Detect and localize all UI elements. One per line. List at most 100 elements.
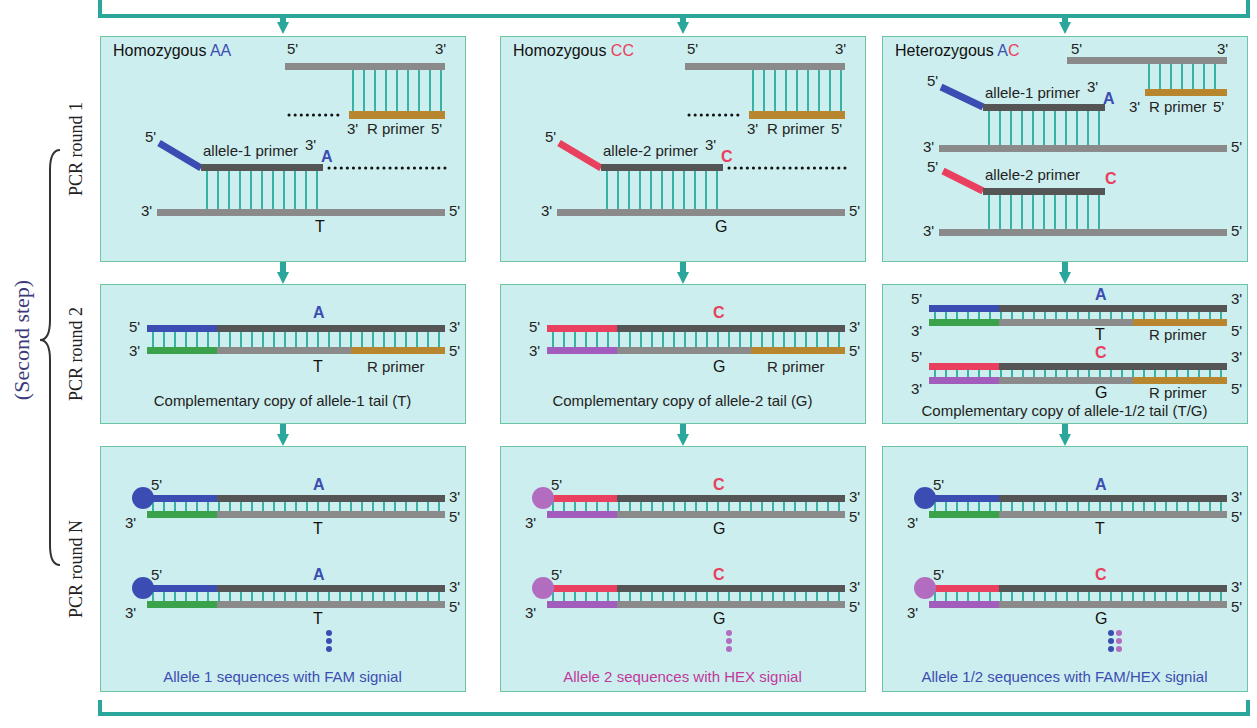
top-bracket: [100, 0, 1248, 16]
base-pair-tick: [1022, 312, 1024, 319]
base-pair-tick: [1000, 312, 1002, 319]
strand-end-label: 5': [545, 129, 556, 145]
base-pair-tick: [1066, 592, 1068, 601]
base-pair-tick: [978, 370, 980, 377]
allele-base: A: [1103, 91, 1115, 107]
base-pair-tick: [945, 592, 947, 601]
panel-caption: Allele 1 sequences with FAM signial: [101, 669, 464, 685]
base-pair-tick: [1110, 502, 1112, 511]
base-pair-tick: [1176, 592, 1178, 601]
base-pair-tick: [639, 171, 641, 209]
base-pair-tick: [317, 592, 319, 601]
extension-dots: [289, 114, 343, 117]
base-pair-tick: [989, 592, 991, 601]
base-pair-tick: [1087, 195, 1089, 229]
base-pair-tick: [174, 592, 176, 601]
base-pair-tick: [662, 502, 664, 511]
base-pair-tick: [673, 592, 675, 601]
strand-end-label: 5': [849, 203, 860, 219]
strand-bar: [617, 495, 845, 502]
base-pair-tick: [684, 592, 686, 601]
base-pair-tick: [284, 592, 286, 601]
base-pair-tick: [816, 592, 818, 601]
dye-reporter: [532, 487, 554, 509]
base-pair-tick: [807, 70, 809, 111]
base-pair-tick: [196, 332, 198, 347]
base-pair-tick: [1099, 312, 1101, 319]
base-pair-tick: [956, 312, 958, 319]
base-pair-tick: [229, 592, 231, 601]
allele-base: A: [313, 305, 325, 321]
strand-end-label: 5': [449, 343, 460, 359]
strand-bar: [217, 585, 445, 592]
strand-end-label: 5': [687, 41, 698, 57]
flow-arrow: [680, 424, 686, 434]
base-pair-tick: [416, 592, 418, 601]
template-base: G: [713, 521, 725, 537]
strand-end-label: 5': [449, 509, 460, 525]
base-pair-tick: [1209, 370, 1211, 377]
strand-end-label: 5': [849, 343, 860, 359]
base-pair-tick: [739, 592, 741, 601]
base-pair-tick: [394, 592, 396, 601]
base-pair-tick: [1054, 195, 1056, 229]
strand-bar: [217, 495, 445, 502]
base-pair-tick: [1098, 111, 1100, 145]
base-pair-tick: [750, 502, 752, 511]
dye-reporter: [132, 487, 154, 509]
base-pair-tick: [328, 502, 330, 511]
strand-end-label: 5': [911, 291, 922, 307]
base-pair-tick: [317, 332, 319, 347]
base-pair-tick: [372, 332, 374, 347]
flow-arrow: [280, 262, 286, 272]
base-pair-tick: [989, 312, 991, 319]
pcr-panel: Homozygous AA5'3'3'R primer5'5'allele-1 …: [100, 36, 466, 262]
dye-reporter: [532, 577, 554, 599]
panel-caption: Complementary copy of allele-1/2 tail (T…: [883, 403, 1246, 419]
tail-segment: [147, 495, 217, 502]
base-pair-tick: [1187, 592, 1189, 601]
base-pair-tick: [585, 592, 587, 601]
entry-arrow: [1062, 16, 1068, 22]
complement-tail-segment: [147, 347, 217, 354]
panel-illustration: [883, 37, 1249, 263]
base-pair-tick: [1198, 592, 1200, 601]
genotype-heading: Homozygous AA: [113, 43, 231, 59]
strand-end-label: 3': [1231, 489, 1242, 505]
strand-end-label: 3': [705, 137, 716, 153]
signal-dot: [726, 630, 732, 636]
dye-reporter: [914, 577, 936, 599]
base-pair-tick: [596, 502, 598, 511]
genotype-heading: Heterozygous AC: [895, 43, 1020, 59]
r-primer-bar: [1145, 89, 1227, 96]
base-pair-tick: [1099, 592, 1101, 601]
base-pair-tick: [316, 171, 318, 209]
base-pair-tick: [607, 332, 609, 347]
base-pair-tick: [967, 502, 969, 511]
base-pair-tick: [1033, 502, 1035, 511]
base-pair-tick: [1176, 312, 1178, 319]
base-pair-tick: [956, 592, 958, 601]
base-pair-tick: [827, 502, 829, 511]
base-pair-tick: [796, 70, 798, 111]
base-pair-tick: [1098, 195, 1100, 229]
base-pair-tick: [683, 171, 685, 209]
entry-arrow: [680, 16, 686, 22]
base-pair-tick: [1055, 312, 1057, 319]
base-pair-tick: [1132, 312, 1134, 319]
base-pair-tick: [1209, 312, 1211, 319]
template-strand: [939, 145, 1227, 152]
base-pair-tick: [284, 502, 286, 511]
base-pair-tick: [1088, 592, 1090, 601]
base-pair-tick: [739, 502, 741, 511]
base-pair-tick: [1044, 502, 1046, 511]
base-pair-tick: [934, 370, 936, 377]
base-pair-tick: [783, 502, 785, 511]
strand-end-label: 5': [129, 319, 140, 335]
base-pair-tick: [383, 592, 385, 601]
template-base: G: [713, 359, 725, 375]
base-pair-tick: [306, 592, 308, 601]
strand-end-label: 3': [525, 605, 536, 621]
base-pair-tick: [273, 332, 275, 347]
